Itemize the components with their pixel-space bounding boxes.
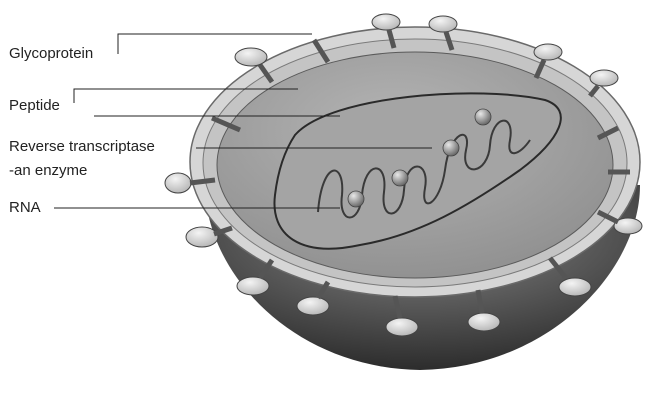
peptide-label: Peptide bbox=[9, 97, 60, 115]
enzyme-ball bbox=[348, 191, 364, 207]
glycoprotein-label: Glycoprotein bbox=[9, 45, 93, 63]
glycoprotein-leader bbox=[118, 34, 312, 54]
enzyme-note-label: -an enzyme bbox=[9, 162, 87, 180]
enzyme-ball bbox=[475, 109, 491, 125]
enzyme-ball bbox=[443, 140, 459, 156]
reverse-transcriptase-label: Reverse transcriptase bbox=[9, 138, 155, 156]
enzyme-ball bbox=[392, 170, 408, 186]
rna-label: RNA bbox=[9, 199, 41, 217]
